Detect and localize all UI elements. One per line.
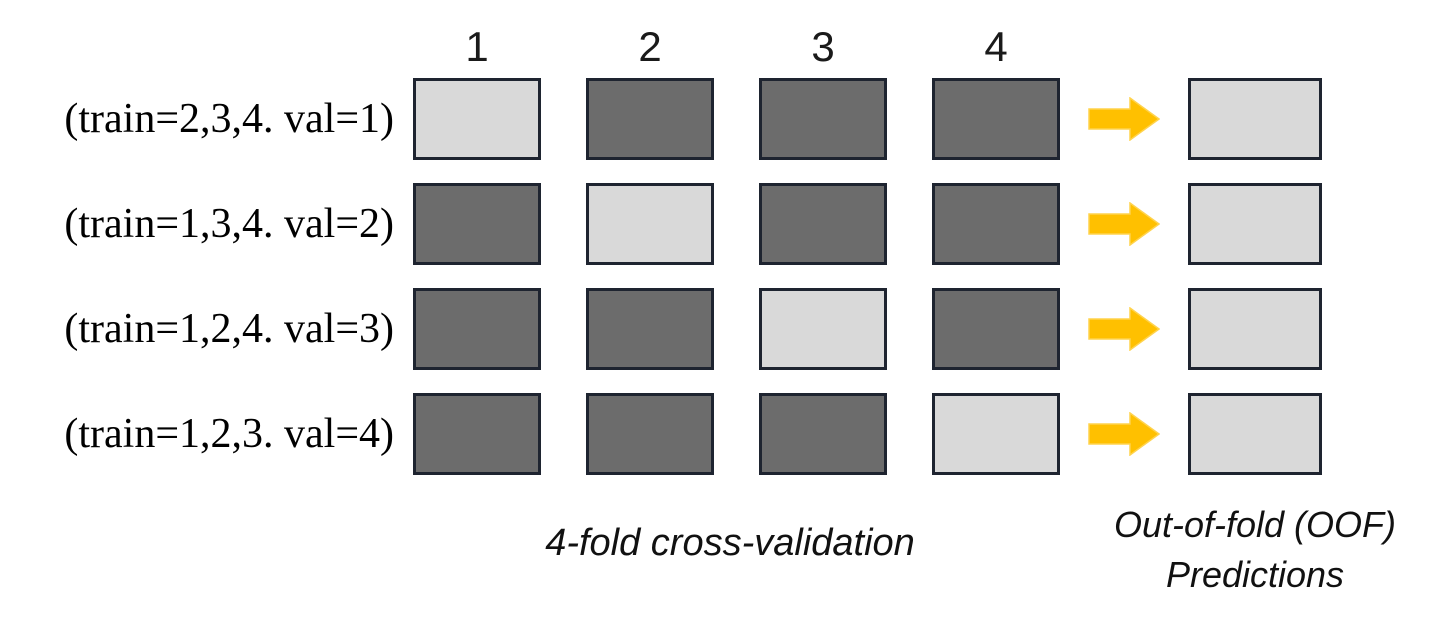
right-arrow-icon [1088, 97, 1160, 141]
fold-4-train-box [932, 183, 1060, 265]
cv-row-4: (train=1,2,3. val=4) [0, 393, 1434, 475]
row-label-4: (train=1,2,3. val=4) [64, 411, 394, 457]
fold-header-row: 1 2 3 4 [0, 0, 1434, 78]
oof-caption-line-2: Predictions [1165, 554, 1345, 595]
caption-row: 4-fold cross-validation Out-of-fold (OOF… [0, 500, 1434, 600]
oof-arrow [1060, 202, 1188, 246]
cv-row-1: (train=2,3,4. val=1) [0, 78, 1434, 160]
cv-row-2: (train=1,3,4. val=2) [0, 183, 1434, 265]
right-arrow-icon [1088, 307, 1160, 351]
fold-1-validation-box [413, 78, 541, 160]
fold-3-train-box [759, 393, 887, 475]
fold-header-3: 3 [811, 23, 835, 70]
row-label-2: (train=1,3,4. val=2) [64, 201, 394, 247]
oof-caption: Out-of-fold (OOF) Predictions [1114, 500, 1396, 600]
oof-prediction-box [1188, 183, 1322, 265]
fold-4-validation-box [932, 393, 1060, 475]
oof-prediction-box [1188, 393, 1322, 475]
fold-2-validation-box [586, 183, 714, 265]
oof-prediction-box [1188, 288, 1322, 370]
oof-arrow [1060, 307, 1188, 351]
fold-2-train-box [586, 288, 714, 370]
fold-4-train-box [932, 288, 1060, 370]
right-arrow-icon [1088, 202, 1160, 246]
cv-caption: 4-fold cross-validation [545, 522, 915, 564]
fold-headers: 1 2 3 4 [400, 26, 1060, 78]
fold-3-validation-box [759, 288, 887, 370]
fold-boxes-row-4 [400, 393, 1060, 475]
cv-rows: (train=2,3,4. val=1) (train=1,3,4. val=2)… [0, 78, 1434, 475]
fold-4-train-box [932, 78, 1060, 160]
fold-boxes-row-2 [400, 183, 1060, 265]
oof-arrow [1060, 412, 1188, 456]
fold-2-train-box [586, 393, 714, 475]
row-label-1: (train=2,3,4. val=1) [64, 96, 394, 142]
fold-boxes-row-3 [400, 288, 1060, 370]
cv-row-3: (train=1,2,4. val=3) [0, 288, 1434, 370]
fold-header-2: 2 [638, 23, 662, 70]
right-arrow-icon [1088, 412, 1160, 456]
fold-boxes-row-1 [400, 78, 1060, 160]
fold-1-train-box [413, 393, 541, 475]
fold-3-train-box [759, 78, 887, 160]
fold-3-train-box [759, 183, 887, 265]
fold-header-1: 1 [465, 23, 489, 70]
oof-caption-line-1: Out-of-fold (OOF) [1113, 504, 1397, 545]
fold-1-train-box [413, 288, 541, 370]
oof-arrow [1060, 97, 1188, 141]
fold-1-train-box [413, 183, 541, 265]
fold-header-4: 4 [984, 23, 1008, 70]
row-label-3: (train=1,2,4. val=3) [64, 306, 394, 352]
fold-2-train-box [586, 78, 714, 160]
oof-prediction-box [1188, 78, 1322, 160]
